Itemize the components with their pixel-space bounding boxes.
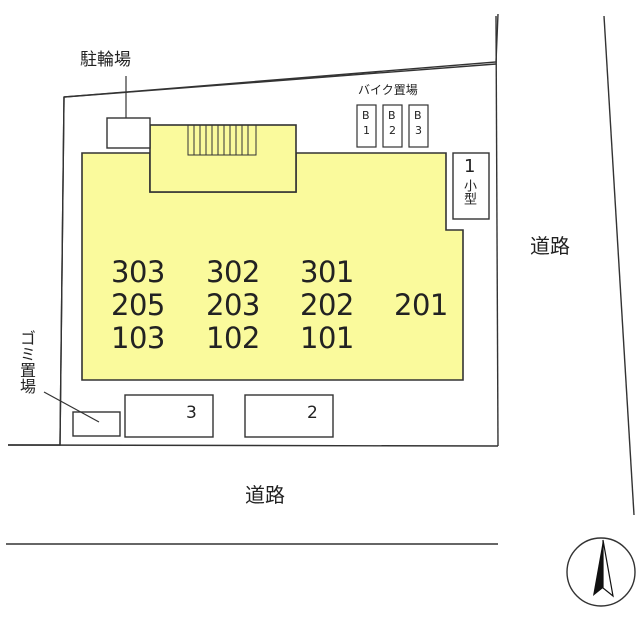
small-slot-type: 小型 — [461, 179, 476, 205]
unit-103: 103 — [111, 321, 165, 355]
unit-102: 102 — [206, 321, 260, 355]
parking-slot-2-label: 2 — [307, 403, 318, 423]
unit-202: 202 — [300, 288, 354, 322]
unit-301: 301 — [300, 255, 354, 289]
bike-slot-1-letter: B — [362, 109, 370, 122]
parking-slot-2-box — [244, 394, 334, 438]
unit-203: 203 — [206, 288, 260, 322]
bike-slot-2-number: 2 — [389, 124, 396, 137]
bicycle-parking-label: 駐輪場 — [80, 50, 131, 70]
bicycle-parking-box — [106, 117, 151, 149]
bike-slot-3-number: 3 — [415, 124, 422, 137]
bike-slot-2-letter: B — [388, 109, 396, 122]
road-right-label: 道路 — [530, 234, 570, 258]
unit-302: 302 — [206, 255, 260, 289]
property-boundary-right — [495, 15, 499, 447]
bike-parking-label: バイク置場 — [358, 83, 418, 97]
bike-slot-3-letter: B — [414, 109, 422, 122]
small-slot-number: 1 — [464, 156, 476, 177]
unit-303: 303 — [111, 255, 165, 289]
north-arrow — [566, 537, 636, 607]
property-boundary-left — [59, 96, 65, 446]
bike-slot-2-box — [382, 104, 403, 148]
parking-slot-3-label: 3 — [186, 403, 197, 423]
stair-block — [149, 124, 297, 193]
unit-205: 205 — [111, 288, 165, 322]
stair-inner — [187, 124, 257, 156]
unit-101: 101 — [300, 321, 354, 355]
bike-slot-1-number: 1 — [363, 124, 370, 137]
road-bottom-label: 道路 — [245, 483, 285, 507]
bike-slot-3-box — [408, 104, 429, 148]
property-boundary-top — [63, 63, 497, 98]
bike-slot-1-box — [356, 104, 377, 148]
small-slot-box — [452, 152, 490, 220]
property-boundary-bottom — [7, 444, 499, 447]
stair-steps — [193, 125, 249, 155]
road-edge-right — [603, 15, 635, 516]
unit-201: 201 — [394, 288, 448, 322]
parking-slot-3-box — [124, 394, 214, 438]
garbage-leader — [43, 391, 100, 423]
garbage-label: ゴミ置場 — [17, 330, 36, 394]
garbage-box — [72, 411, 121, 437]
